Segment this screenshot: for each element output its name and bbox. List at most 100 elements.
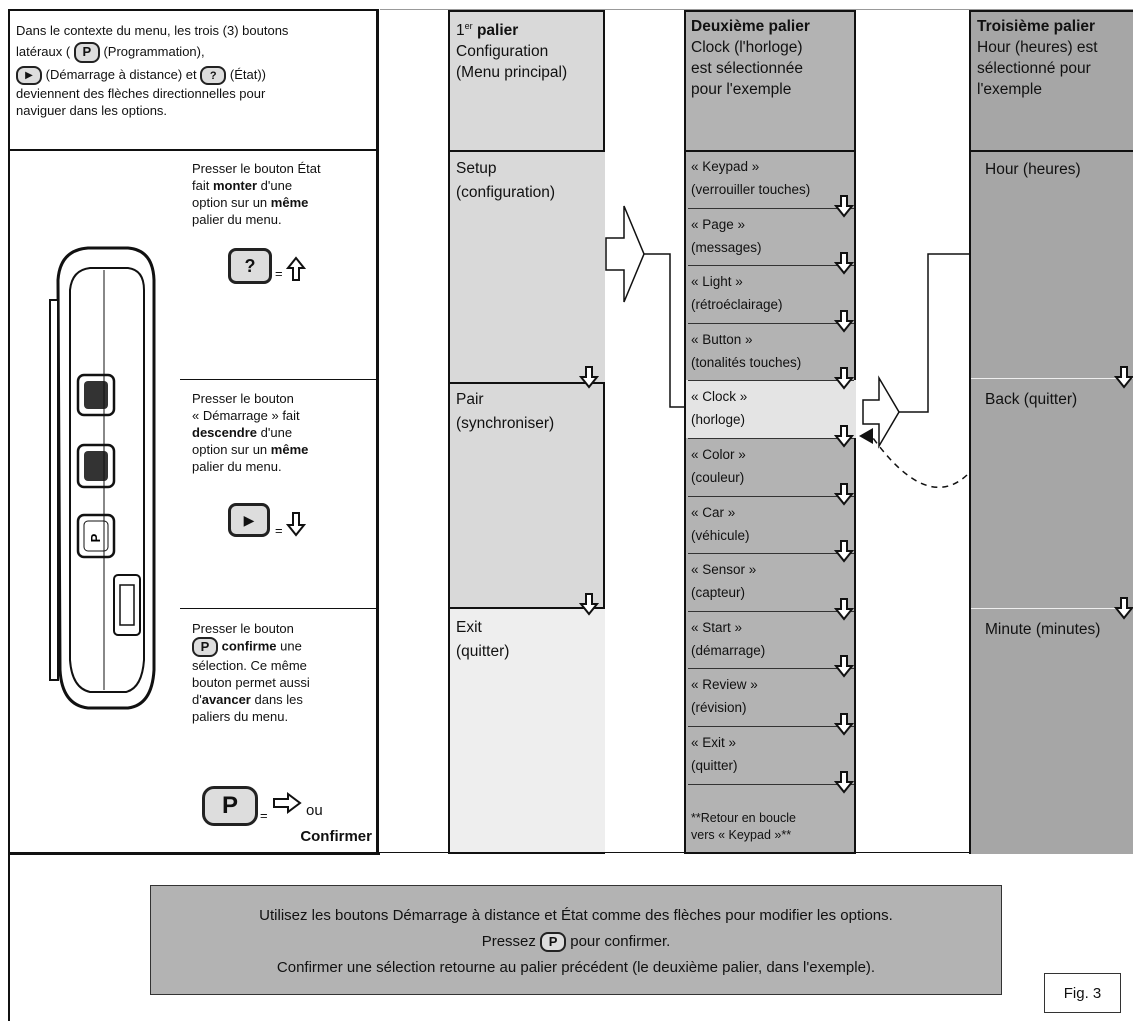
col1-header [448, 10, 605, 150]
col1-down-arrow-2 [578, 593, 600, 616]
svg-text:P: P [88, 533, 103, 542]
remote-start-icon: ▶ [16, 66, 42, 86]
frame-bottom-left [8, 852, 380, 855]
col2-clock-highlight [686, 380, 856, 438]
remote-device-illustration: P [49, 246, 156, 710]
col2-item-separator [688, 553, 854, 555]
col2-item-label: « Clock » [691, 389, 748, 405]
frame-left [8, 9, 10, 1021]
intro-line-2a: latéraux ( [16, 43, 71, 59]
col2-item-separator [688, 265, 854, 267]
col2-item-sublabel: (démarrage) [691, 642, 766, 658]
col2-down-arrow-icon [834, 252, 854, 275]
intro-line-2: latéraux ( P (Programmation), [16, 42, 372, 63]
col2-item-sublabel: (messages) [691, 239, 762, 255]
start-line-2: « Démarrage » fait [192, 408, 300, 423]
prog-line-4: bouton permet aussi [192, 675, 310, 690]
col2-item: « Keypad »(verrouiller touches) [688, 155, 848, 199]
col2-down-arrow-icon [834, 425, 854, 448]
equals-sign: = [275, 266, 283, 281]
col2-item: « Sensor »(capteur) [688, 558, 848, 602]
col2-down-arrow-icon [834, 540, 854, 563]
col3-item-minute: Minute (minutes) [985, 621, 1101, 638]
col1-pair-cell [448, 382, 605, 609]
arrow-up-icon [286, 256, 306, 281]
col2-item-sublabel: (couleur) [691, 470, 745, 485]
start-line-3: descendre d'une [192, 425, 293, 440]
col2-item-separator [688, 610, 854, 612]
arrow-right-icon [273, 792, 302, 814]
col2-item-label: « Color » [691, 447, 746, 462]
confirmer-text: Confirmer [300, 828, 372, 845]
col2-item-label: « Start » [691, 619, 743, 635]
bottom-note-text: Utilisez les boutons Démarrage à distanc… [150, 903, 1002, 981]
p-button-icon: P [73, 42, 100, 63]
col2-item-sublabel: (révision) [691, 700, 747, 716]
col2-item-label: « Page » [691, 216, 746, 232]
col1-setup-cell [448, 150, 605, 382]
col3-header-l3: sélectionné pour [977, 60, 1091, 77]
col2-item-sublabel: (véhicule) [691, 527, 750, 543]
setup-to-clock-arrow [605, 205, 688, 408]
col2-item-label: « Review » [691, 677, 758, 693]
col1-item-setup: Setup(configuration) [456, 160, 556, 201]
col2-item-separator [688, 322, 854, 324]
col1-header-text: 1er palier Configuration (Menu principal… [456, 16, 606, 83]
col2-item: « Page » (messages) [688, 213, 848, 257]
state-line-4: palier du menu. [192, 212, 282, 227]
ou-text: ou [306, 802, 323, 819]
col2-body [684, 150, 856, 854]
col2-item-label: « Exit » [691, 735, 737, 750]
col2-item: « Clock » (horloge) [688, 385, 848, 429]
loop-line-1: **Retour en boucle [691, 811, 796, 825]
col3-title: Troisième palier [977, 18, 1096, 35]
col2-item: « Review » (révision) [688, 673, 848, 717]
prog-line-2: P confirme une [192, 637, 372, 657]
clock-to-hour-arrow [859, 253, 973, 489]
col3-item-back: Back (quitter) [985, 391, 1078, 408]
col3-divider-2 [971, 608, 1133, 609]
instruction-state: Presser le bouton État fait monter d'une… [192, 160, 372, 228]
col3-down-arrow-1 [1113, 366, 1133, 389]
col2-item: « Button »(tonalités touches) [688, 328, 848, 372]
prog-line-5: d'avancer dans les [192, 692, 303, 707]
col2-down-arrow-icon [834, 482, 854, 506]
col2-item-sublabel: (quitter) [691, 758, 738, 773]
intro-line-1: Dans le contexte du menu, les trois (3) … [16, 23, 289, 38]
col2-item: « Color » (couleur) [688, 443, 848, 487]
col2-header-l2: Clock (l'horloge) [691, 39, 803, 56]
col2-down-arrow-icon [834, 367, 854, 390]
col2-item-sublabel: (rétroéclairage) [691, 297, 783, 313]
col2-item-sublabel: (capteur) [691, 585, 746, 601]
col1-exit-cell [448, 609, 605, 854]
col2-item-label: « Button » [691, 331, 753, 347]
start-line-5: palier du menu. [192, 459, 282, 474]
col1-down-arrow-1 [578, 366, 600, 389]
col2-item-sublabel: (verrouiller touches) [691, 182, 811, 197]
p-equals-right: P = ou Confirmer [200, 784, 376, 850]
col2-item-separator [688, 207, 854, 209]
col2-down-arrow-icon [834, 597, 854, 621]
prog-line-3: sélection. Ce même [192, 658, 307, 673]
start-equals-down: ▶ = [228, 503, 328, 543]
col2-item: « Start » (démarrage) [688, 616, 848, 660]
prog-line-1: Presser le bouton [192, 621, 294, 636]
col1-header-l3: (Menu principal) [456, 64, 568, 82]
col2-item-sublabel: (horloge) [691, 412, 746, 428]
col2-item-separator [688, 726, 854, 727]
col2-item-separator [688, 495, 854, 497]
col2-item-separator [688, 438, 854, 439]
state-line-2: fait monter d'une [192, 178, 293, 193]
note-line-1: Utilisez les boutons Démarrage à distanc… [259, 907, 893, 924]
col2-item: « Car » (véhicule) [688, 501, 848, 545]
col2-item: « Light »(rétroéclairage) [688, 270, 848, 314]
col3-body [969, 150, 1133, 854]
state-equals-up: ? = [228, 248, 328, 288]
fig-label: Fig. 3 [1063, 985, 1102, 1002]
col3-down-arrow-2 [1113, 597, 1133, 620]
col2-item-label: « Car » [691, 504, 736, 520]
col1-item-exit: Exit(quitter) [456, 619, 510, 660]
col2-header-l3: est sélectionnée [691, 60, 804, 77]
intro-line-3a: (Démarrage à distance) et [45, 67, 197, 82]
equals-sign: = [260, 808, 268, 823]
